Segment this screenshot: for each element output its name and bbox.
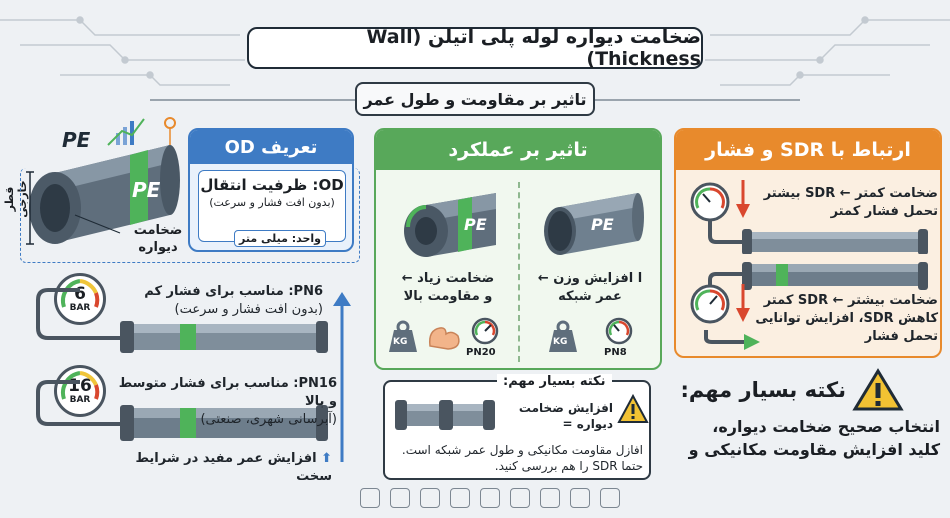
down-arrow-icon [736, 180, 750, 218]
thick-wall-pipe [404, 193, 496, 257]
pn16-pipe [36, 380, 328, 441]
subtitle-line-right [595, 99, 800, 101]
water-drop-icon [450, 488, 470, 508]
tool-icon [540, 488, 560, 508]
right-note-line-2: کلید افزایش مقاومت مکانیکی و [688, 440, 940, 459]
pn6-pipe [36, 288, 328, 353]
pe-logo-text: PE [62, 128, 91, 152]
gauge-pn8-icon [605, 317, 633, 345]
muscle-icon [428, 327, 460, 350]
od-capacity-text: OD: ظرفیت انتقال [200, 176, 344, 194]
center-note-box: نکته بسیار مهم: افزایش ضخامت دیواره = اف… [383, 374, 651, 480]
pn6-line-2: (بدون افت فشار و سرعت) [174, 302, 323, 317]
thin-wall-pipe [544, 193, 644, 255]
pn8-label: PN8 [604, 347, 627, 358]
kg-weight-icon [389, 320, 417, 352]
wall-label-line-1: ضخامت [133, 223, 183, 238]
pn6-description: PN6: مناسب برای فشار کم (بدون افت فشار و… [115, 283, 323, 319]
kg-label-thin: KG [553, 337, 568, 347]
life-increase-text: ⬆ افزایش عمر مفید در شرایط سخت [110, 450, 333, 486]
tap-icon [420, 488, 440, 508]
od-unit: واحد: میلی متر [234, 230, 327, 247]
network-icon [600, 488, 620, 508]
subtitle-line-left [150, 99, 355, 101]
kg-weight-icon-thin [549, 320, 577, 352]
sdr-pipe-b [708, 262, 928, 292]
center-note-title: نکته بسیار مهم: [497, 374, 612, 389]
thin-line-1: ا افزایش وزن ← [537, 271, 643, 286]
sdr-a-line-2: تحمل فشار کمتر [830, 204, 938, 219]
od-capacity-note: (بدون افت فشار و سرعت) [209, 196, 335, 209]
down-arrow-icon-b [736, 284, 750, 322]
warning-icon-right [852, 368, 904, 411]
thick-pipe-pe-text: PE [464, 215, 487, 234]
sdr-panel-title: ارتباط با SDR و فشار [676, 130, 940, 170]
warning-icon-center [617, 394, 649, 423]
wall-thickness-label: ضخامت دیواره [118, 222, 198, 256]
factory-icon [570, 488, 590, 508]
right-note-line-1: انتخاب صحیح ضخامت دیواره، [712, 417, 940, 436]
circuit-decoration-left [0, 16, 245, 86]
center-note-line-1: افزایش ضخامت دیواره = [518, 401, 613, 431]
life-text: افزایش عمر مفید در شرایط سخت [135, 451, 333, 484]
pe-pipe-illustration [26, 117, 180, 245]
bar-chart-icon [107, 118, 145, 146]
sdr-a-text: ضخامت کمتر ← SDR بیشتر تحمل فشار کمتر [752, 185, 938, 221]
pipe-pe-text: PE [132, 178, 161, 202]
wall-label-line-2: دیواره [138, 240, 178, 255]
sdr-pipe-a [708, 220, 928, 254]
page-title: ضخامت دیواره لوله پلی اتیلن (Wall Thickn… [247, 26, 703, 70]
thick-wall-text: ضخامت زیاد ← و مقاومت بالا [380, 270, 516, 306]
pn20-label: PN20 [466, 347, 496, 358]
performance-panel-title: تاثیر بر عملکرد [376, 130, 660, 170]
circuit-decoration-right [705, 16, 950, 86]
bottom-icon-strip [360, 488, 620, 514]
pn16-line-2: (آبرسانی شهری، صنعتی) [200, 412, 337, 427]
od-panel-title: تعریف OD [190, 130, 352, 164]
coupling-pipe [395, 400, 495, 430]
building-icon [510, 488, 530, 508]
od-definition-panel: تعریف OD OD: ظرفیت انتقال (بدون افت فشار… [188, 128, 354, 252]
gauge-6-unit: BAR [69, 302, 91, 313]
right-note-title: نکته بسیار مهم: [680, 378, 846, 402]
thin-pipe-pe-text: PE [591, 215, 614, 234]
performance-divider [518, 182, 520, 362]
thick-line-2: و مقاومت بالا [403, 289, 493, 304]
center-note-line-3: حتما SDR را هم بررسی کنید. [494, 459, 643, 473]
gauge-high-pressure-icon [690, 284, 730, 324]
sdr-b-line-2: کاهش SDR، افزایش توانایی [755, 311, 938, 326]
sdr-b-text: ضخامت بیشتر ← SDR کمتر کاهش SDR، افزایش … [752, 292, 938, 346]
thick-line-1: ضخامت زیاد ← [401, 271, 495, 286]
performance-panel: تاثیر بر عملکرد PE ضخامت زیاد ← و مقاومت… [374, 128, 662, 370]
sdr-a-line-1: ضخامت کمتر ← SDR بیشتر [763, 186, 938, 201]
up-arrow-icon: ⬆ [321, 451, 332, 466]
subtitle: تاثیر بر مقاومت و طول عمر [355, 82, 595, 116]
gauge-6-value: 6 [74, 283, 86, 304]
gear-icon [480, 488, 500, 508]
sdr-b-line-3: تحمل فشار [864, 329, 938, 344]
thin-wall-text: ا افزایش وزن ← عمر شبکه [522, 270, 658, 306]
valve-icon [360, 488, 380, 508]
thin-line-2: عمر شبکه [558, 289, 622, 304]
gauge-16-unit: BAR [69, 394, 91, 405]
sdr-b-line-1: ضخامت بیشتر ← SDR کمتر [763, 293, 938, 308]
pn16-line-1: PN16: مناسب برای فشار متوسط و بالا [118, 376, 337, 409]
pn6-line-1: PN6: مناسب برای فشار کم [144, 284, 323, 299]
center-note-line-2: افازل مقاومت مکانیکی و طول عمر شبکه است. [401, 443, 643, 457]
pn16-description: PN16: مناسب برای فشار متوسط و بالا (آبرس… [112, 375, 337, 429]
sdr-panel: ارتباط با SDR و فشار ضخامت کمتر ← SDR بی… [674, 128, 942, 358]
kg-label-thick: KG [393, 337, 408, 347]
increase-arrow-icon [333, 292, 351, 462]
gauge-pn20-icon [471, 317, 499, 345]
od-dashed-region [20, 168, 360, 263]
sdr-flow-arrow [704, 330, 760, 350]
pipe-icon [390, 488, 410, 508]
